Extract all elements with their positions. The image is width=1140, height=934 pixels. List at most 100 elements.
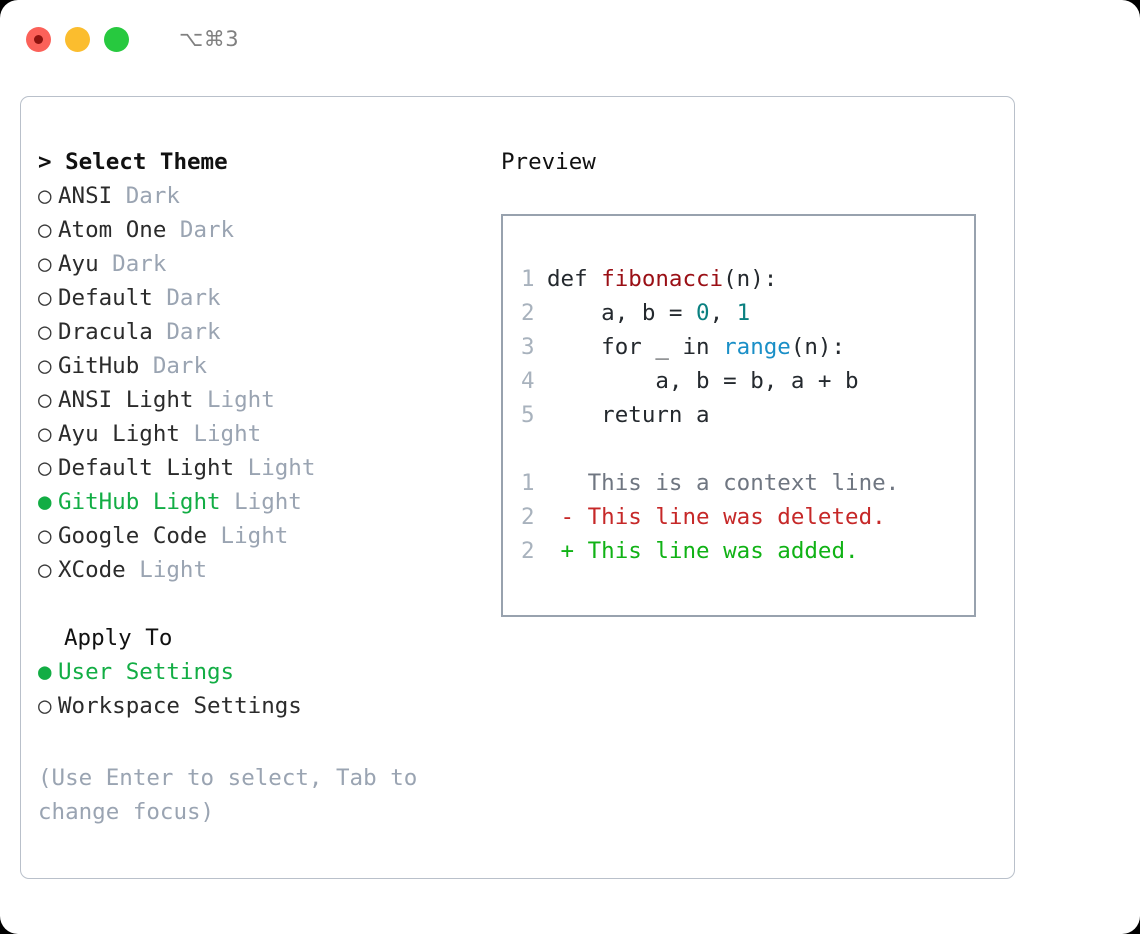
diff-line-text: This line was added. <box>574 538 859 564</box>
theme-option-tag: Dark <box>166 217 235 243</box>
diff-line-added: 2 + This line was added. <box>521 534 974 568</box>
keyboard-shortcut-label: ⌥⌘3 <box>179 27 240 51</box>
theme-option-label: GitHub <box>58 353 140 379</box>
theme-option-tag: Dark <box>152 285 221 311</box>
theme-option-tag: Light <box>234 455 316 481</box>
theme-option-label: Default Light <box>58 455 235 481</box>
radio-unselected-icon: ○ <box>38 183 52 209</box>
theme-option-atom-one[interactable]: ○Atom One Dark <box>38 213 468 247</box>
apply-to-list: ●User Settings○Workspace Settings <box>38 655 468 723</box>
code-token-plain: (n): <box>723 266 778 292</box>
select-theme-heading: > Select Theme <box>38 149 228 175</box>
theme-option-label: Google Code <box>58 523 208 549</box>
theme-option-label: Ayu Light <box>58 421 180 447</box>
apply-to-option-label: Workspace Settings <box>58 693 302 719</box>
theme-option-tag: Light <box>125 557 208 583</box>
code-token-plain: (n): <box>790 334 846 360</box>
code-line: 5 return a <box>521 398 974 432</box>
theme-option-label: XCode <box>58 557 126 583</box>
radio-unselected-icon: ○ <box>38 353 52 379</box>
theme-option-xcode[interactable]: ○XCode Light <box>38 553 468 587</box>
code-line: 4 a, b = b, a + b <box>521 364 974 398</box>
theme-option-ansi-light[interactable]: ○ANSI Light Light <box>38 383 468 417</box>
code-line-number: 2 <box>521 300 535 326</box>
theme-option-label: ANSI Light <box>58 387 194 413</box>
diff-line-context: 1 This is a context line. <box>521 466 974 500</box>
diff-sample: 1 This is a context line.2 - This line w… <box>521 466 974 568</box>
minimize-button-icon[interactable] <box>65 26 90 52</box>
theme-option-tag: Light <box>207 523 289 549</box>
theme-option-label: Ayu <box>58 251 99 277</box>
theme-option-google-code[interactable]: ○Google Code Light <box>38 519 468 553</box>
theme-option-ayu[interactable]: ○Ayu Dark <box>38 247 468 281</box>
main-panel: > Select Theme ○ANSI Dark○Atom One Dark○… <box>20 96 1015 879</box>
radio-unselected-icon: ○ <box>38 319 52 345</box>
theme-option-label: Dracula <box>58 319 153 345</box>
code-line-number: 4 <box>521 368 535 394</box>
theme-option-label: GitHub Light <box>58 489 221 515</box>
theme-option-default[interactable]: ○Default Dark <box>38 281 468 315</box>
radio-unselected-icon: ○ <box>38 387 52 413</box>
theme-option-tag: Light <box>220 489 302 515</box>
diff-line-deleted: 2 - This line was deleted. <box>521 500 974 534</box>
code-token-num: 1 <box>736 300 751 326</box>
theme-option-tag: Dark <box>139 353 208 379</box>
code-token-bi: range <box>723 334 791 360</box>
apply-to-option-label: User Settings <box>58 659 235 685</box>
code-token-plain: , <box>709 300 737 326</box>
diff-line-number: 1 <box>521 470 535 496</box>
theme-option-default-light[interactable]: ○Default Light Light <box>38 451 468 485</box>
code-line-number: 5 <box>521 402 535 428</box>
radio-unselected-icon: ○ <box>38 455 52 481</box>
theme-option-tag: Dark <box>112 183 180 209</box>
preview-heading: Preview <box>501 149 596 175</box>
code-token-plain: a, b = b, a + b <box>547 368 859 394</box>
theme-option-label: Default <box>58 285 153 311</box>
theme-option-ayu-light[interactable]: ○Ayu Light Light <box>38 417 468 451</box>
apply-to-option-workspace-settings[interactable]: ○Workspace Settings <box>38 689 468 723</box>
theme-option-dracula[interactable]: ○Dracula Dark <box>38 315 468 349</box>
close-dot-icon <box>34 34 43 44</box>
radio-unselected-icon: ○ <box>38 251 52 277</box>
diff-line-number: 2 <box>521 538 535 564</box>
code-token-plain: a, b = <box>547 300 697 326</box>
radio-unselected-icon: ○ <box>38 523 52 549</box>
code-line: 3 for _ in range(n): <box>521 330 974 364</box>
theme-list: ○ANSI Dark○Atom One Dark○Ayu Dark○Defaul… <box>38 179 468 587</box>
radio-selected-icon: ● <box>38 489 52 515</box>
close-button-icon[interactable] <box>26 26 51 52</box>
theme-option-github-light[interactable]: ●GitHub Light Light <box>38 485 468 519</box>
traffic-lights <box>26 26 129 52</box>
radio-unselected-icon: ○ <box>38 557 52 583</box>
theme-option-ansi[interactable]: ○ANSI Dark <box>38 179 468 213</box>
theme-option-tag: Dark <box>152 319 221 345</box>
radio-selected-icon: ● <box>38 659 52 685</box>
radio-unselected-icon: ○ <box>38 693 52 719</box>
diff-line-number: 2 <box>521 504 535 530</box>
title-bar: ⌥⌘3 <box>0 0 1140 78</box>
apply-to-heading: Apply To <box>64 625 173 651</box>
code-diff-gap <box>521 432 974 466</box>
keyboard-hint-text: (Use Enter to select, Tab to change focu… <box>38 765 418 825</box>
zoom-button-icon[interactable] <box>104 26 129 52</box>
code-line-number: 3 <box>521 334 535 360</box>
code-token-plain: for _ in <box>547 334 724 360</box>
diff-line-text: This is a context line. <box>574 470 900 496</box>
code-token-plain: def <box>547 266 602 292</box>
apply-to-option-user-settings[interactable]: ●User Settings <box>38 655 468 689</box>
diff-marker: + <box>547 538 575 564</box>
code-token-fn: fibonacci <box>601 266 724 292</box>
theme-option-tag: Light <box>193 387 275 413</box>
theme-option-github[interactable]: ○GitHub Dark <box>38 349 468 383</box>
theme-option-tag: Dark <box>98 251 167 277</box>
theme-picker-column: > Select Theme ○ANSI Dark○Atom One Dark○… <box>38 145 468 723</box>
theme-option-tag: Light <box>179 421 262 447</box>
diff-marker <box>547 470 574 496</box>
code-line: 2 a, b = 0, 1 <box>521 296 974 330</box>
theme-option-label: ANSI <box>58 183 113 209</box>
code-token-num: 0 <box>696 300 710 326</box>
radio-unselected-icon: ○ <box>38 217 52 243</box>
